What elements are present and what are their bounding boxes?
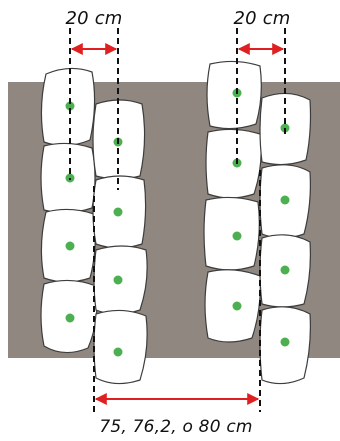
left-spacing-label: 20 cm xyxy=(65,8,122,29)
guide-lines xyxy=(69,28,286,412)
plant-dot xyxy=(232,231,242,241)
right-row-left-column xyxy=(203,60,262,343)
dimension-arrows xyxy=(70,43,285,405)
plant-dot xyxy=(280,195,290,205)
plant-dot xyxy=(113,275,123,285)
plant-dot xyxy=(65,241,75,251)
plant-dot xyxy=(280,265,290,275)
soil-clod xyxy=(203,196,260,271)
plant-dot xyxy=(65,101,75,111)
plant-dot xyxy=(232,301,242,311)
plant-dot xyxy=(65,313,75,323)
plant-dot xyxy=(113,207,123,217)
plant-dot xyxy=(113,347,123,357)
row-spacing-label: 75, 76,2, o 80 cm xyxy=(99,417,252,437)
soil-clod xyxy=(93,309,148,385)
right-spacing-label: 20 cm xyxy=(233,8,290,29)
plant-dot xyxy=(280,337,290,347)
